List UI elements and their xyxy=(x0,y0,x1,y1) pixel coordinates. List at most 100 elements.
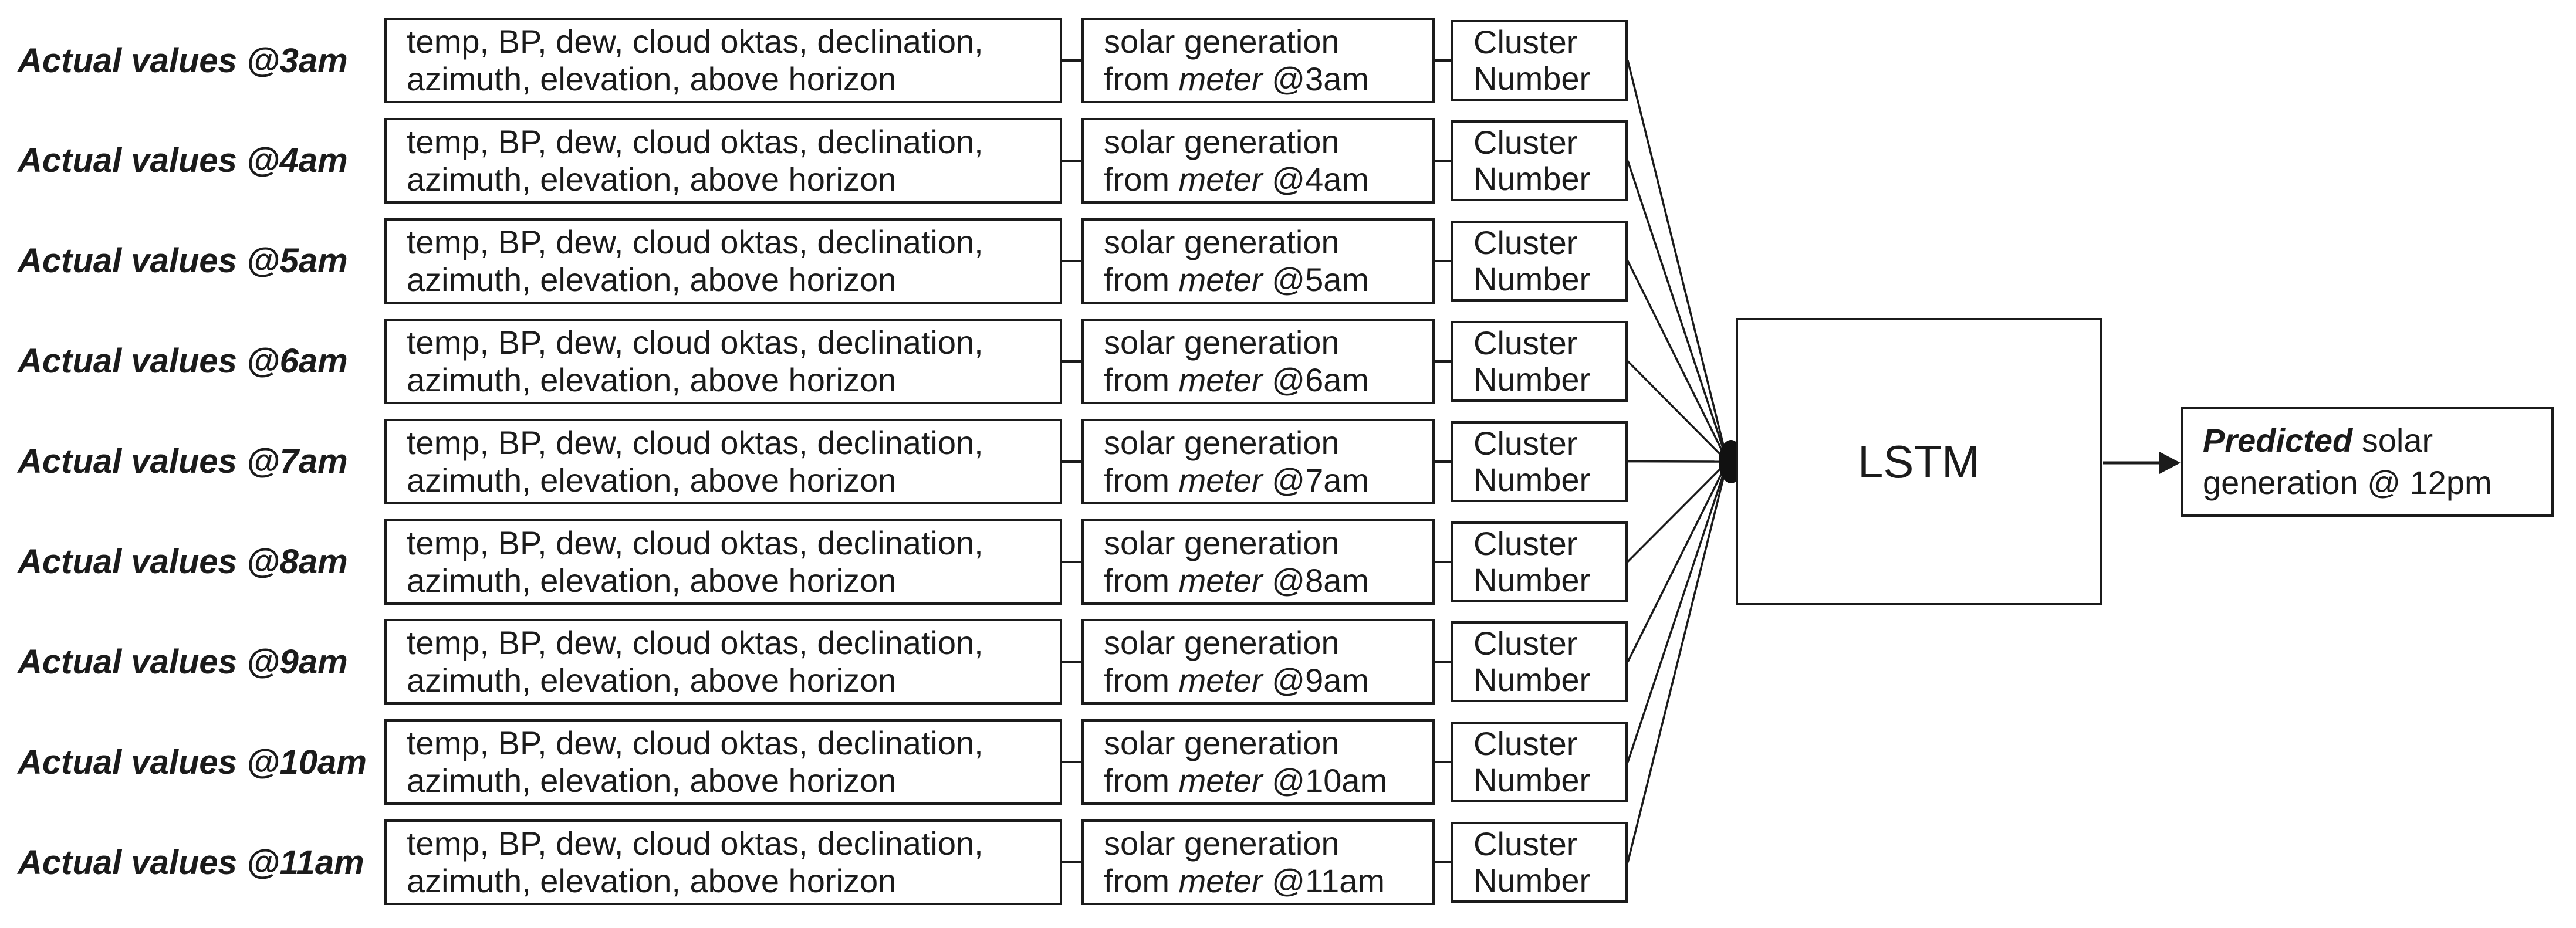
connector-weather-to-solar xyxy=(1062,661,1081,663)
solar-time-word: @7am xyxy=(1272,461,1370,499)
solar-from-word: from xyxy=(1104,862,1169,900)
row-label: Actual values @5am xyxy=(18,242,348,280)
row-label: Actual values @8am xyxy=(18,543,348,581)
timestep-row: Actual values @4am temp, BP, dew, cloud … xyxy=(0,117,2576,204)
connector-solar-to-cluster xyxy=(1435,360,1451,363)
cluster-to-lstm-line xyxy=(1627,160,1729,462)
solar-generation-box: solar generation from meter @6am xyxy=(1081,318,1435,404)
weather-line-1: temp, BP, dew, cloud oktas, declination, xyxy=(407,524,983,561)
connector-weather-to-solar xyxy=(1062,360,1081,363)
connector-weather-to-solar xyxy=(1062,259,1081,262)
solar-from-word: from xyxy=(1104,260,1169,298)
solar-time-word: @11am xyxy=(1272,862,1385,900)
cluster-number-box: Cluster Number xyxy=(1451,621,1628,703)
solar-line-1: solar generation xyxy=(1104,825,1340,862)
weather-inputs-box: temp, BP, dew, cloud oktas, declination,… xyxy=(384,519,1062,605)
solar-generation-box: solar generation from meter @7am xyxy=(1081,418,1435,504)
cluster-line-2: Number xyxy=(1473,360,1591,398)
solar-line-1: solar generation xyxy=(1104,424,1340,461)
solar-meter-word: meter xyxy=(1178,160,1263,198)
solar-generation-box: solar generation from meter @11am xyxy=(1081,819,1435,906)
solar-line-2: from meter @6am xyxy=(1104,361,1432,399)
connector-weather-to-solar xyxy=(1062,560,1081,563)
solar-line-1: solar generation xyxy=(1104,624,1340,662)
weather-inputs-box: temp, BP, dew, cloud oktas, declination,… xyxy=(384,418,1062,504)
connector-solar-to-cluster xyxy=(1435,861,1451,864)
solar-line-2: from meter @8am xyxy=(1104,562,1432,600)
cluster-number-box: Cluster Number xyxy=(1451,521,1628,602)
row-label: Actual values @9am xyxy=(18,642,348,681)
solar-from-word: from xyxy=(1104,160,1169,198)
solar-time-word: @9am xyxy=(1272,662,1370,699)
weather-line-2: azimuth, elevation, above horizon xyxy=(407,160,897,198)
timestep-row: Actual values @9am temp, BP, dew, cloud … xyxy=(0,619,2576,705)
cluster-line-1: Cluster xyxy=(1473,123,1578,161)
connector-solar-to-cluster xyxy=(1435,460,1451,463)
solar-line-1: solar generation xyxy=(1104,223,1340,260)
weather-line-2: azimuth, elevation, above horizon xyxy=(407,561,897,599)
cluster-number-box: Cluster Number xyxy=(1451,421,1628,502)
cluster-line-1: Cluster xyxy=(1473,23,1578,60)
lstm-box: LSTM xyxy=(1736,318,2102,605)
solar-generation-box: solar generation from meter @5am xyxy=(1081,218,1435,304)
connector-solar-to-cluster xyxy=(1435,159,1451,162)
solar-meter-word: meter xyxy=(1178,60,1263,97)
solar-generation-box: solar generation from meter @4am xyxy=(1081,117,1435,204)
solar-line-1: solar generation xyxy=(1104,23,1340,60)
weather-line-2: azimuth, elevation, above horizon xyxy=(407,361,897,398)
connector-solar-to-cluster xyxy=(1435,761,1451,764)
solar-generation-box: solar generation from meter @3am xyxy=(1081,18,1435,103)
cluster-line-1: Cluster xyxy=(1473,625,1578,662)
cluster-number-box: Cluster Number xyxy=(1451,722,1628,803)
predicted-output-text: Predicted solar generation @ 12pm xyxy=(2203,419,2540,504)
timestep-row: Actual values @11am temp, BP, dew, cloud… xyxy=(0,819,2576,906)
solar-line-2: from meter @3am xyxy=(1104,60,1432,98)
timestep-row: Actual values @6am temp, BP, dew, cloud … xyxy=(0,318,2576,404)
predicted-output-box: Predicted solar generation @ 12pm xyxy=(2181,407,2554,517)
cluster-line-2: Number xyxy=(1473,160,1591,197)
solar-time-word: @6am xyxy=(1272,361,1370,398)
cluster-line-2: Number xyxy=(1473,761,1591,799)
solar-meter-word: meter xyxy=(1178,762,1263,800)
weather-line-2: azimuth, elevation, above horizon xyxy=(407,862,897,900)
solar-from-word: from xyxy=(1104,762,1169,800)
weather-line-1: temp, BP, dew, cloud oktas, declination, xyxy=(407,23,983,60)
cluster-line-2: Number xyxy=(1473,60,1591,97)
solar-line-2: from meter @10am xyxy=(1104,762,1432,800)
cluster-number-box: Cluster Number xyxy=(1451,220,1628,302)
weather-line-2: azimuth, elevation, above horizon xyxy=(407,461,897,499)
weather-inputs-box: temp, BP, dew, cloud oktas, declination,… xyxy=(384,719,1062,805)
solar-meter-word: meter xyxy=(1178,361,1263,398)
solar-generation-box: solar generation from meter @9am xyxy=(1081,619,1435,705)
connector-solar-to-cluster xyxy=(1435,59,1451,62)
weather-inputs-box: temp, BP, dew, cloud oktas, declination,… xyxy=(384,117,1062,204)
connector-weather-to-solar xyxy=(1062,861,1081,864)
weather-line-1: temp, BP, dew, cloud oktas, declination, xyxy=(407,624,983,662)
solar-time-word: @3am xyxy=(1272,60,1370,97)
timestep-row: Actual values @3am temp, BP, dew, cloud … xyxy=(0,18,2576,103)
solar-time-word: @10am xyxy=(1272,762,1388,800)
cluster-number-box: Cluster Number xyxy=(1451,822,1628,903)
connector-weather-to-solar xyxy=(1062,159,1081,162)
connector-weather-to-solar xyxy=(1062,59,1081,62)
connector-weather-to-solar xyxy=(1062,761,1081,764)
solar-line-1: solar generation xyxy=(1104,524,1340,561)
predicted-rest: solar generation @ 12pm xyxy=(2203,422,2492,501)
solar-generation-box: solar generation from meter @8am xyxy=(1081,519,1435,605)
weather-line-2: azimuth, elevation, above horizon xyxy=(407,762,897,800)
cluster-line-1: Cluster xyxy=(1473,825,1578,863)
cluster-line-1: Cluster xyxy=(1473,223,1578,261)
cluster-line-1: Cluster xyxy=(1473,324,1578,361)
solar-meter-word: meter xyxy=(1178,662,1263,699)
solar-line-2: from meter @11am xyxy=(1104,862,1432,900)
row-label: Actual values @4am xyxy=(18,141,348,180)
weather-line-1: temp, BP, dew, cloud oktas, declination, xyxy=(407,724,983,762)
timestep-row: Actual values @10am temp, BP, dew, cloud… xyxy=(0,719,2576,805)
solar-line-1: solar generation xyxy=(1104,724,1340,762)
cluster-line-2: Number xyxy=(1473,260,1591,297)
solar-time-word: @5am xyxy=(1272,260,1370,298)
lstm-label: LSTM xyxy=(1857,435,1980,487)
weather-inputs-box: temp, BP, dew, cloud oktas, declination,… xyxy=(384,819,1062,906)
cluster-line-2: Number xyxy=(1473,862,1591,899)
cluster-line-1: Cluster xyxy=(1473,424,1578,462)
